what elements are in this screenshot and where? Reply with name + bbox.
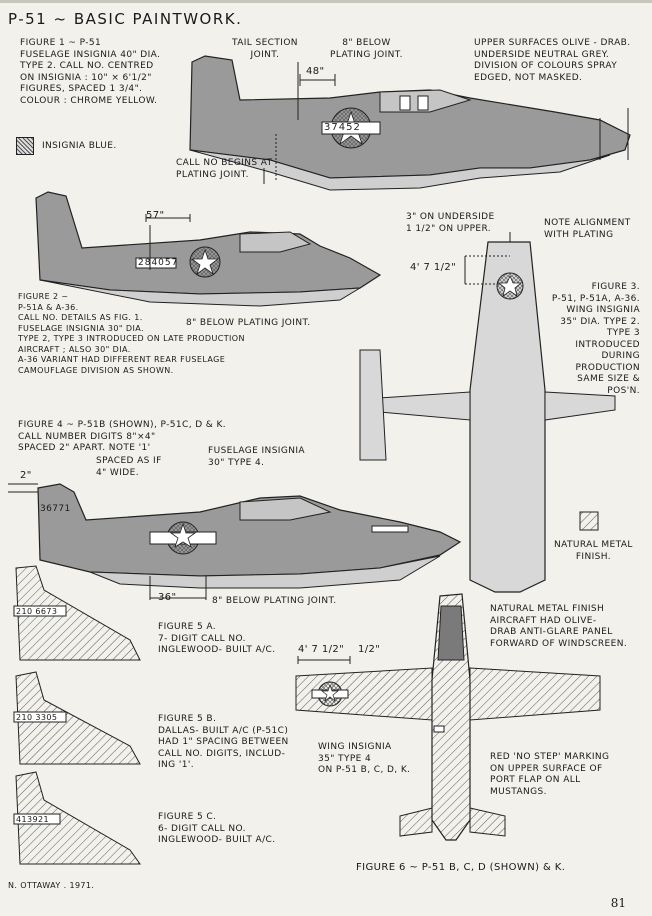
- underside-note: 3" ON UNDERSIDE 1 1/2" ON UPPER.: [406, 212, 495, 234]
- fig4-dim-2: 2": [20, 470, 32, 481]
- figure2-plane: [35, 191, 382, 307]
- fig4-below-plating-label: 8" BELOW PLATING JOINT.: [212, 596, 337, 606]
- alignment-note: NOTE ALIGNMENT WITH PLATING: [544, 218, 631, 240]
- figure5b-tail: [13, 671, 141, 765]
- fig1-dim-48: 48": [306, 66, 325, 77]
- fig3-dim: 4' 7 1/2": [410, 262, 457, 273]
- fig4-dim-36: 36": [158, 592, 177, 603]
- fig5c-call-number: 413921: [16, 815, 49, 824]
- figure4-plane: [8, 483, 462, 600]
- fig2-below-plating-label: 8" BELOW PLATING JOINT.: [186, 318, 311, 328]
- figure5a-caption: FIGURE 5 a. 7- DIGIT CALL No. INGLEWOOD-…: [158, 622, 276, 655]
- fig2-dim-57: 57": [146, 210, 165, 221]
- legend-insignia-blue: INSIGNIA BLUE.: [42, 141, 117, 151]
- author-credit: N. OTTAWAY . 1971.: [8, 881, 95, 890]
- fig1-call-number: 37452: [324, 122, 361, 133]
- fig6-dim-half: 1/2": [358, 644, 381, 655]
- tail-section-label: TAIL SECTION JOINT.: [232, 38, 298, 60]
- figure1-plane: [189, 55, 631, 191]
- fig2-call-number: 284057: [138, 258, 179, 268]
- figure5c-tail: [13, 771, 141, 865]
- top-border: [0, 0, 652, 3]
- fig5a-call-number: 210 6673: [16, 607, 58, 616]
- figure6-plane: [295, 593, 601, 841]
- fuselage-insignia-label: FUSELAGE INSIGNIA 30" TYPE 4.: [208, 446, 305, 468]
- fig1-below-plating-label: 8" BELOW PLATING JOINT.: [330, 38, 403, 60]
- natural-metal-label: NATURAL METAL FINISH.: [554, 540, 633, 562]
- figure5b-caption: FIGURE 5 b. DALLAS- BUILT A/C (P-51C) HA…: [158, 714, 289, 770]
- natural-metal-note: NATURAL METAL FINISH AIRCRAFT HAD OLIVE-…: [490, 604, 628, 649]
- figure5c-caption: FIGURE 5 c. 6- DIGIT CALL No. INGLEWOOD-…: [158, 812, 276, 845]
- page-number: 81: [610, 896, 626, 910]
- no-step-label: RED 'NO STEP' MARKING ON UPPER SURFACE O…: [490, 752, 610, 797]
- figure2-caption: FIGURE 2 ~ P-51A & A-36. CALL No. DETAIL…: [18, 292, 245, 375]
- figure1-caption: FIGURE 1 ~ P-51 FUSELAGE INSIGNIA 40" DI…: [20, 38, 161, 106]
- page-title: P-51 ~ BASIC PAINTWORK.: [8, 10, 243, 28]
- wing-insignia-label: WING INSIGNIA 35" TYPE 4 ON P-51 B, C, D…: [318, 742, 411, 775]
- upper-surfaces-label: UPPER SURFACES OLIVE - DRAB. UNDERSIDE N…: [474, 38, 631, 83]
- fig4-call-number: 36771: [40, 504, 71, 514]
- fig5b-call-number: 210 3305: [16, 713, 58, 722]
- figure3-plane: [359, 232, 616, 593]
- spaced-as-if-label: SPACED AS IF 4" WIDE.: [96, 456, 162, 478]
- insignia-blue-swatch: [16, 137, 34, 155]
- figure5a-tail: [13, 565, 141, 661]
- fig6-dim: 4' 7 1/2": [298, 644, 345, 655]
- call-begins-label: CALL No BEGINS AT PLATING JOINT.: [176, 158, 273, 180]
- figure6-caption: FIGURE 6 ~ P-51 B, C, D (SHOWN) & K.: [356, 862, 566, 873]
- figure4-caption: FIGURE 4 ~ P-51B (SHOWN), P-51C, D & K. …: [18, 420, 227, 453]
- figure3-caption: FIGURE 3. P-51, P-51A, A-36. WING INSIGN…: [551, 282, 640, 396]
